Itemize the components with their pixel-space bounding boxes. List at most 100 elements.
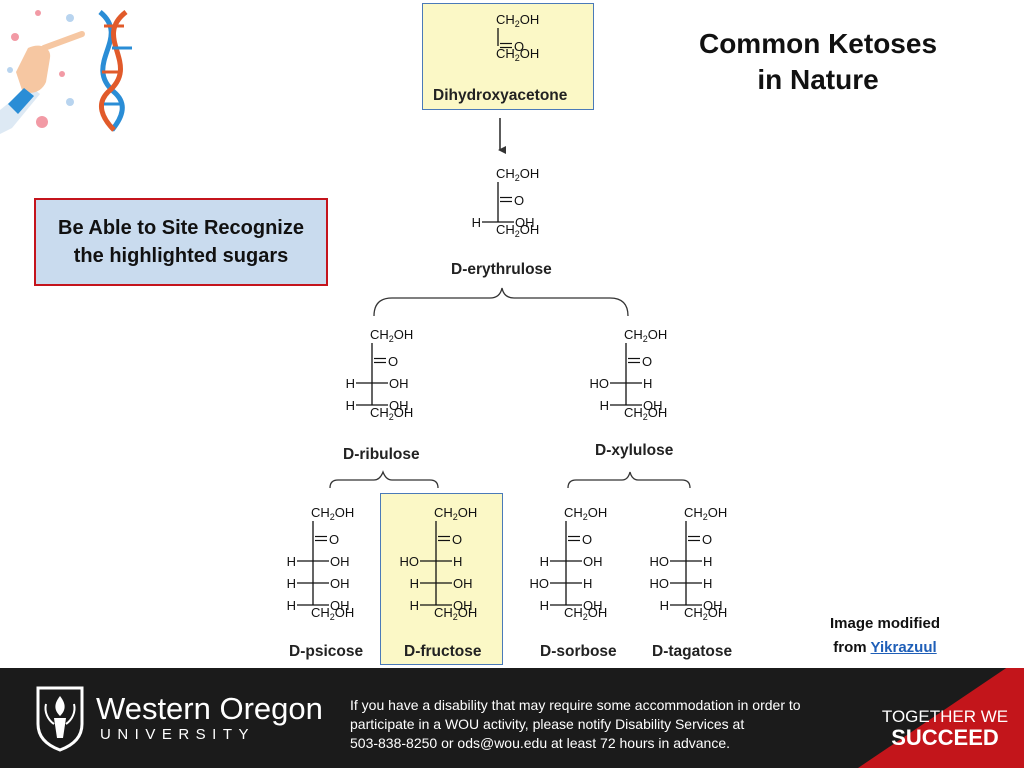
substituent-ho: HO — [650, 554, 670, 569]
disability-line-2: participate in a WOU activity, please no… — [350, 716, 745, 732]
disability-notice: If you have a disability that may requir… — [350, 696, 830, 753]
substituent-oh: OH — [453, 598, 473, 613]
substituent-h: H — [410, 576, 419, 591]
tagline-line-2: SUCCEED — [891, 725, 999, 750]
carbonyl-oxygen: O — [452, 532, 462, 547]
university-name: Western Oregon — [96, 691, 323, 726]
image-credit: Image modified from Yikrazuul — [800, 612, 970, 660]
brace-xylulose — [567, 471, 691, 489]
substituent-h: H — [346, 376, 355, 391]
substituent-oh: OH — [583, 554, 603, 569]
brace-ribulose — [329, 470, 439, 489]
ch2oh-top: CH2OH — [434, 505, 477, 522]
ch2oh-bottom: CH2OH — [564, 605, 607, 622]
ch2oh-top: CH2OH — [496, 12, 539, 29]
ch2oh-bottom: CH2OH — [496, 222, 539, 239]
slide-title: Common Ketoses in Nature — [660, 26, 976, 98]
substituent-oh: OH — [515, 215, 535, 230]
substituent-oh: OH — [703, 598, 723, 613]
sugar-label-d-erythrulose: D-erythrulose — [451, 261, 552, 278]
wou-torch-logo — [36, 686, 84, 752]
ch2oh-bottom: CH2OH — [496, 46, 539, 63]
substituent-oh: OH — [330, 576, 350, 591]
callout-line-1: Be Able to Site Recognize — [58, 217, 304, 239]
title-line-2: in Nature — [757, 64, 879, 95]
recognize-sugars-callout: Be Able to Site Recognize the highlighte… — [34, 198, 328, 286]
sugar-label-d-psicose: D-psicose — [289, 643, 364, 660]
substituent-h: H — [703, 554, 712, 569]
ch2oh-bottom: CH2OH — [370, 405, 413, 422]
carbonyl-oxygen: O — [702, 532, 712, 547]
substituent-h: H — [472, 215, 481, 230]
substituent-ho: HO — [590, 376, 610, 391]
substituent-h: H — [287, 598, 296, 613]
substituent-h: H — [287, 576, 296, 591]
sugar-label-dihydroxyacetone: Dihydroxyacetone — [433, 87, 568, 104]
ch2oh-top: CH2OH — [311, 505, 354, 522]
substituent-oh: OH — [330, 554, 350, 569]
carbonyl-oxygen: O — [582, 532, 592, 547]
substituent-oh: OH — [330, 598, 350, 613]
dna-hand-illustration — [0, 10, 132, 134]
sugar-label-d-ribulose: D-ribulose — [343, 446, 420, 463]
title-line-1: Common Ketoses — [698, 28, 938, 59]
sugar-label-d-xylulose: D-xylulose — [595, 442, 674, 459]
ch2oh-top: CH2OH — [624, 327, 667, 344]
highlight-box-d-fructose — [380, 493, 503, 665]
ch2oh-top: CH2OH — [370, 327, 413, 344]
substituent-ho: HO — [530, 576, 550, 591]
sugar-label-d-tagatose: D-tagatose — [652, 643, 733, 660]
disability-line-3: 503-838-8250 or ods@wou.edu at least 72 … — [350, 735, 731, 751]
brace-erythrulose — [373, 287, 629, 317]
substituent-h: H — [660, 598, 669, 613]
substituent-oh: OH — [643, 398, 663, 413]
substituent-oh: OH — [583, 598, 603, 613]
footer-bar — [0, 668, 1024, 768]
substituent-h: H — [643, 376, 652, 391]
substituent-h: H — [346, 398, 355, 413]
substituent-h: H — [287, 554, 296, 569]
substituent-h: H — [410, 598, 419, 613]
substituent-h: H — [583, 576, 592, 591]
footer-red-accent — [858, 668, 1024, 768]
highlight-box-dihydroxyacetone — [422, 3, 594, 110]
university-subtitle: UNIVERSITY — [100, 726, 256, 743]
tagline-line-1: TOGETHER WE — [881, 707, 1009, 726]
credit-link-yikrazuul[interactable]: Yikrazuul — [870, 639, 937, 656]
ch2oh-top: CH2OH — [564, 505, 607, 522]
ch2oh-bottom: CH2OH — [434, 605, 477, 622]
substituent-oh: OH — [389, 398, 409, 413]
substituent-oh: OH — [453, 576, 473, 591]
substituent-ho: HO — [650, 576, 670, 591]
ch2oh-bottom: CH2OH — [684, 605, 727, 622]
substituent-h: H — [600, 398, 609, 413]
callout-line-2: the highlighted sugars — [73, 245, 289, 267]
credit-line-1: Image modified — [829, 615, 941, 632]
disability-line-1: If you have a disability that may requir… — [350, 697, 801, 713]
substituent-h: H — [703, 576, 712, 591]
sugar-label-d-fructose: D-fructose — [404, 643, 482, 660]
carbonyl-oxygen: O — [514, 39, 524, 54]
ch2oh-top: CH2OH — [684, 505, 727, 522]
substituent-ho: HO — [400, 554, 420, 569]
substituent-h: H — [453, 554, 462, 569]
ch2oh-bottom: CH2OH — [624, 405, 667, 422]
carbonyl-oxygen: O — [388, 354, 398, 369]
carbonyl-oxygen: O — [329, 532, 339, 547]
carbonyl-oxygen: O — [514, 193, 524, 208]
substituent-h: H — [540, 554, 549, 569]
credit-from: from — [833, 639, 867, 656]
substituent-h: H — [540, 598, 549, 613]
ch2oh-top: CH2OH — [496, 166, 539, 183]
ch2oh-bottom: CH2OH — [311, 605, 354, 622]
substituent-oh: OH — [389, 376, 409, 391]
together-we-succeed-tagline: TOGETHER WE SUCCEED — [870, 708, 1020, 750]
